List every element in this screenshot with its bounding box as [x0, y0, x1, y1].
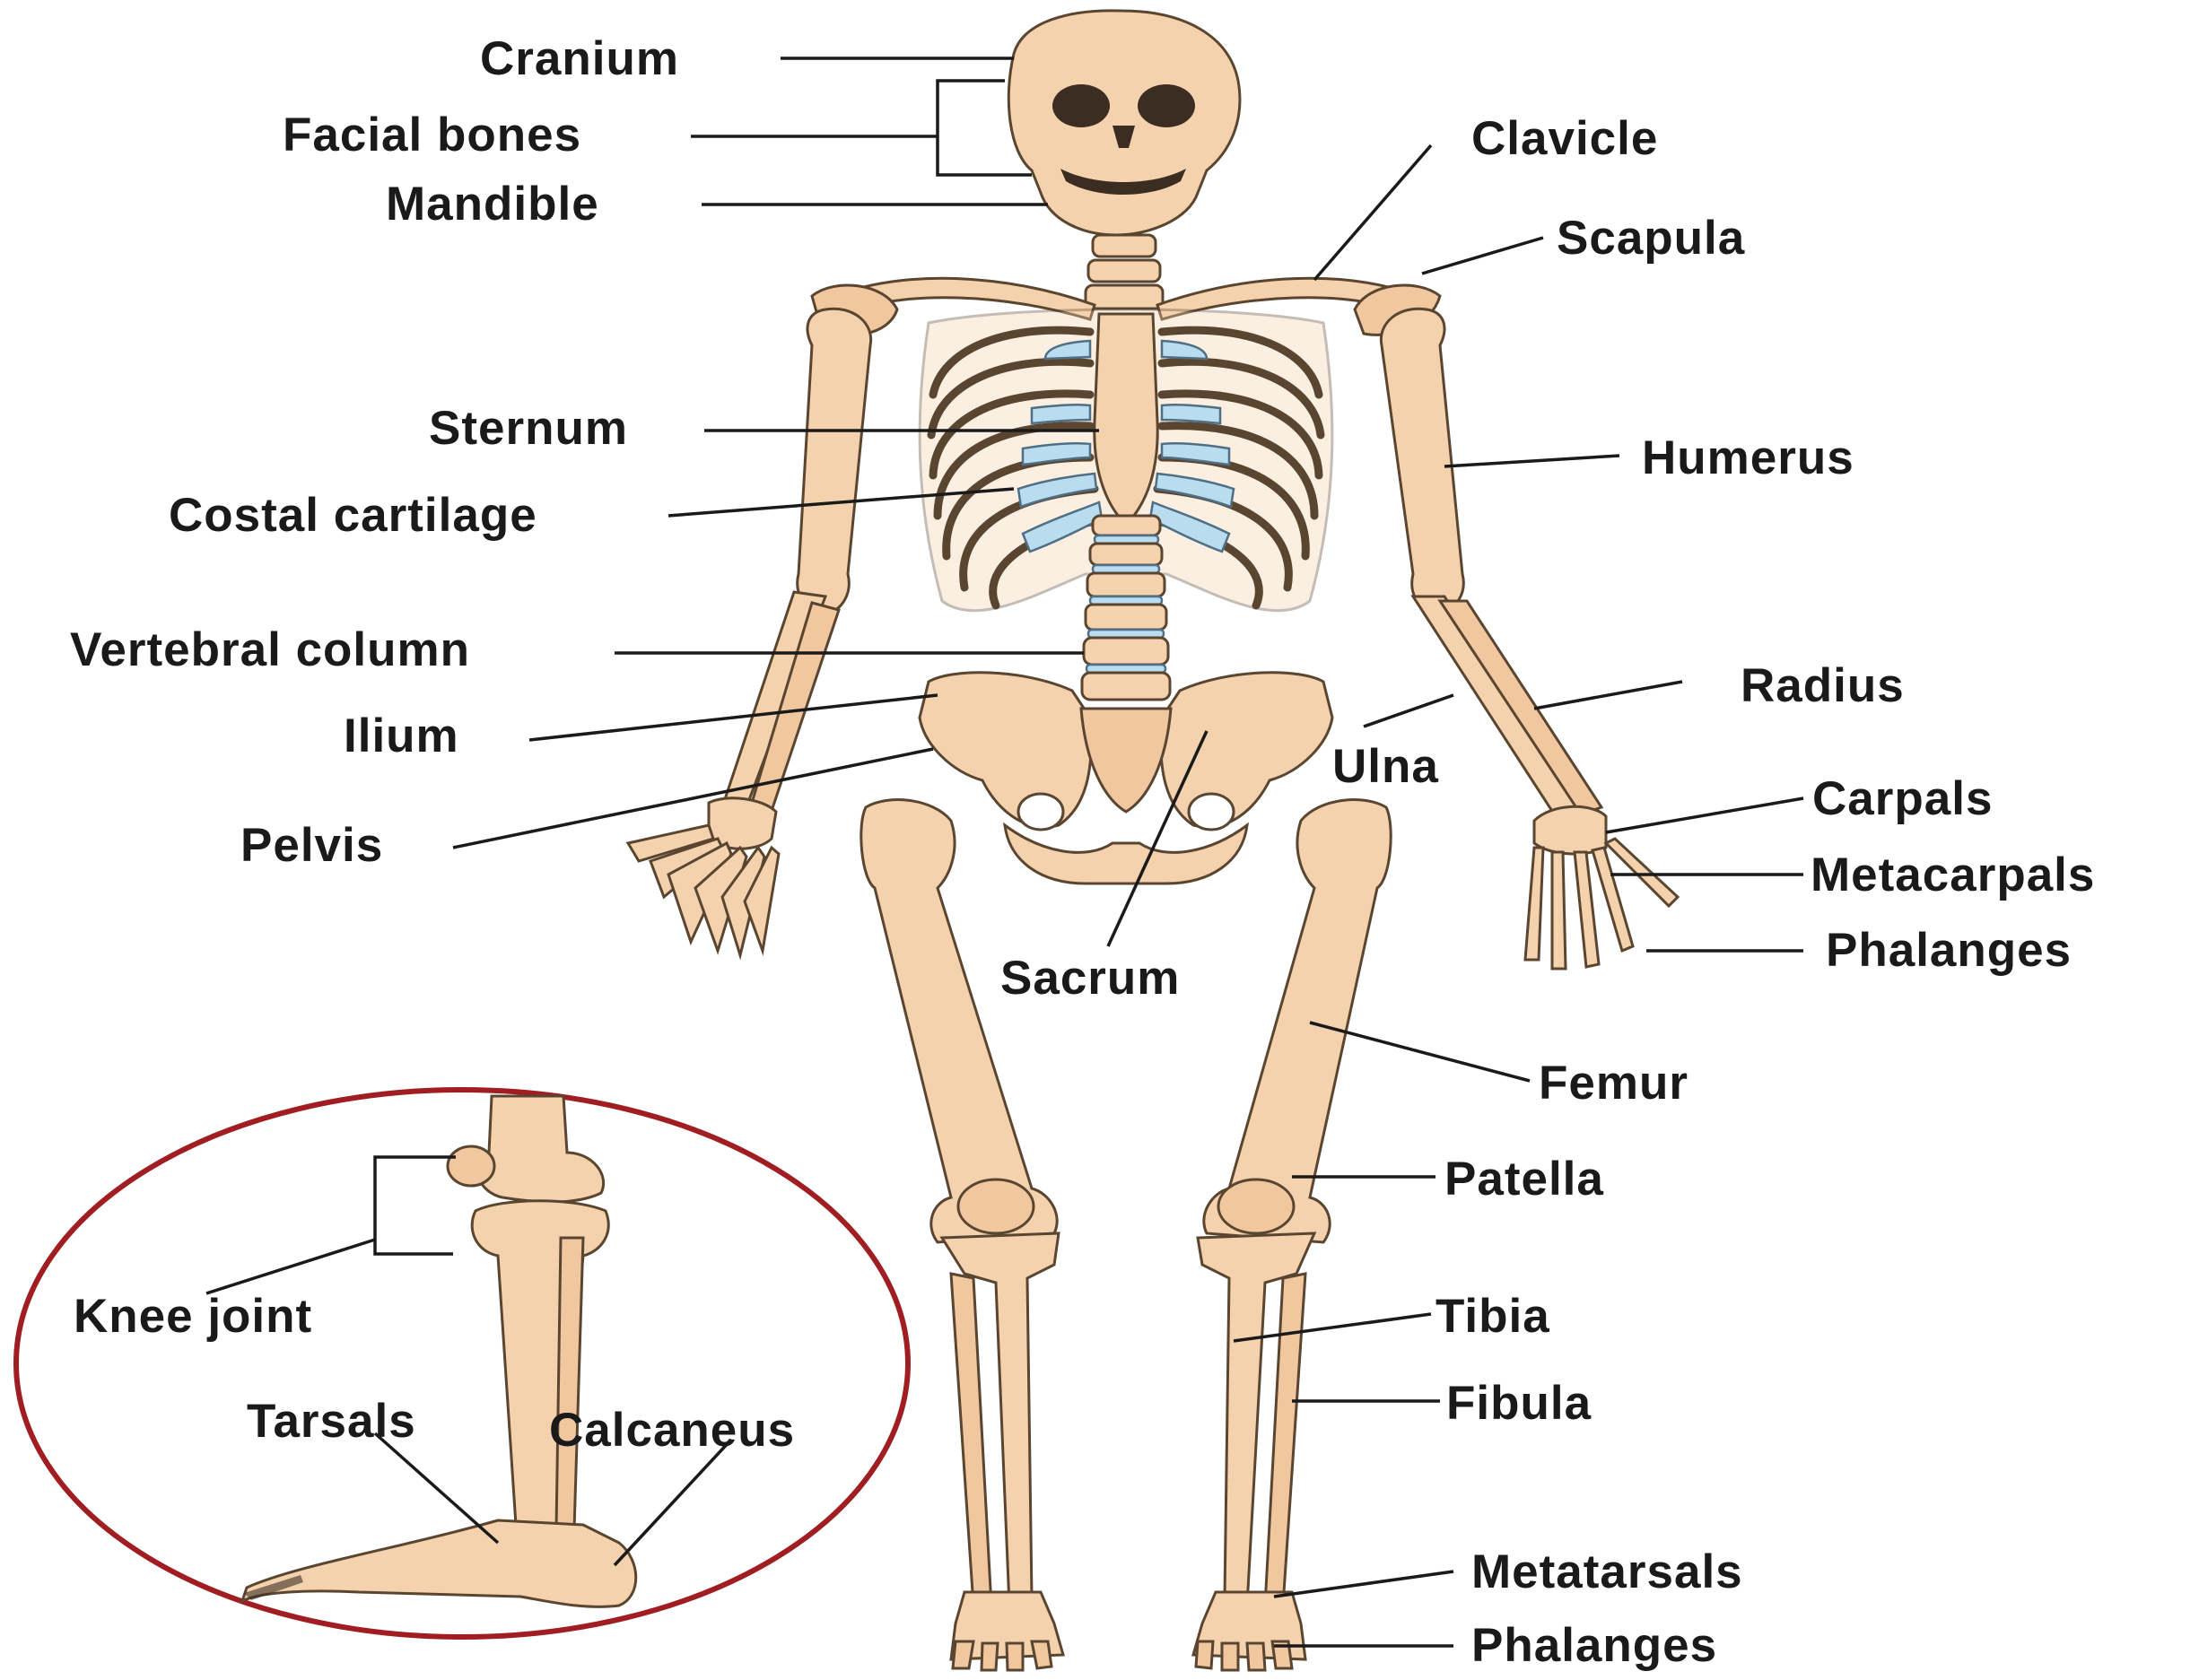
- leader-lines: [205, 57, 1804, 1648]
- label-costal-cartilage: Costal cartilage: [169, 489, 537, 542]
- label-carpals: Carpals: [1812, 772, 1993, 825]
- label-femur: Femur: [1539, 1057, 1689, 1110]
- label-ulna: Ulna: [1332, 740, 1439, 793]
- left-leg: [860, 798, 1065, 1672]
- label-fibula: Fibula: [1446, 1377, 1592, 1430]
- label-calcaneus: Calcaneus: [549, 1404, 795, 1457]
- leader-pelvis: [452, 747, 934, 849]
- leader-knee-joint: [205, 1238, 376, 1295]
- label-phalanges-foot: Phalanges: [1471, 1619, 1717, 1672]
- leader-ilium: [528, 693, 938, 742]
- leader-scapula: [1421, 236, 1544, 275]
- leader-costal-cartilage: [668, 487, 1015, 518]
- vertebral-column: [1080, 514, 1172, 701]
- rib-cage: [918, 308, 1334, 613]
- label-mandible: Mandible: [386, 178, 599, 231]
- right-leg: [1191, 798, 1392, 1672]
- labels: Cranium Facial bones Mandible Clavicle S…: [70, 32, 2095, 1672]
- label-metatarsals: Metatarsals: [1471, 1545, 1743, 1598]
- label-patella: Patella: [1444, 1153, 1604, 1206]
- right-arm: [1379, 307, 1680, 971]
- pelvis: [918, 671, 1334, 885]
- label-radius: Radius: [1741, 659, 1905, 712]
- leader-metatarsals: [1273, 1570, 1454, 1598]
- inset-circle: [13, 1087, 911, 1640]
- leader-radius: [1533, 680, 1683, 710]
- leader-carpals: [1605, 796, 1804, 834]
- left-arm: [625, 307, 873, 961]
- label-metacarpals: Metacarpals: [1811, 849, 2095, 901]
- skeleton-figure: [625, 9, 1680, 1672]
- bracket-facial-bones: [936, 79, 1032, 177]
- label-scapula: Scapula: [1557, 212, 1745, 265]
- leader-humerus: [1444, 454, 1620, 468]
- label-vertebral-column: Vertebral column: [70, 623, 470, 676]
- label-tibia: Tibia: [1435, 1290, 1550, 1343]
- label-knee-joint: Knee joint: [74, 1290, 312, 1343]
- skull: [1007, 9, 1242, 237]
- label-tarsals: Tarsals: [247, 1395, 416, 1448]
- bracket-knee-joint: [373, 1155, 456, 1256]
- label-ilium: Ilium: [344, 709, 459, 762]
- leader-calcaneus: [613, 1438, 733, 1567]
- leader-tibia: [1233, 1312, 1432, 1343]
- label-facial-bones: Facial bones: [283, 109, 581, 161]
- label-humerus: Humerus: [1642, 431, 1854, 484]
- leader-sacrum: [1106, 730, 1209, 947]
- leader-tarsals: [373, 1432, 500, 1545]
- leader-ulna: [1363, 693, 1454, 728]
- label-pelvis: Pelvis: [240, 819, 383, 872]
- cervical-vertebrae: [1084, 233, 1165, 310]
- label-cranium: Cranium: [480, 32, 679, 85]
- knee-foot-inset: [13, 1087, 911, 1640]
- label-clavicle: Clavicle: [1471, 112, 1658, 165]
- label-sternum: Sternum: [429, 402, 628, 455]
- label-sacrum: Sacrum: [1000, 952, 1180, 1005]
- leader-femur: [1309, 1021, 1531, 1083]
- leader-clavicle: [1313, 144, 1433, 282]
- label-phalanges-hand: Phalanges: [1826, 924, 2072, 977]
